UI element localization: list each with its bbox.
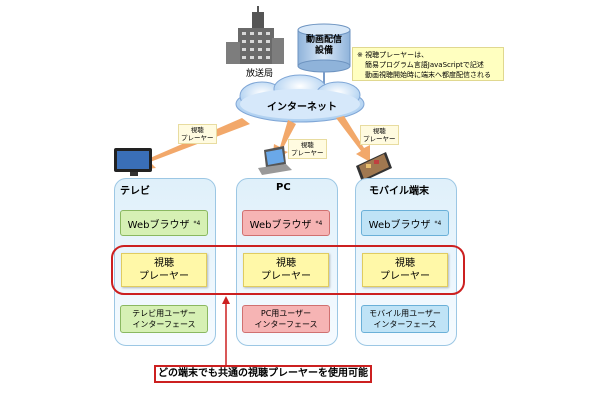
viewing-player-tv: 視聴 プレーヤー bbox=[121, 253, 207, 287]
tv-icon bbox=[114, 148, 152, 176]
viewing-player-pc: 視聴 プレーヤー bbox=[243, 253, 329, 287]
web-browser-pc: Webブラウザ*4 bbox=[242, 210, 330, 236]
delivery-facility-label: 動画配信 設備 bbox=[305, 35, 342, 56]
viewing-player-mobile: 視聴 プレーヤー bbox=[362, 253, 448, 287]
broadcaster-building-icon bbox=[226, 6, 284, 64]
delivery-tag-pc: 視聴 プレーヤー bbox=[288, 139, 327, 159]
internet-label: インターネット bbox=[267, 102, 337, 113]
device-label-mobile: モバイル端末 bbox=[369, 186, 429, 197]
player-note: ※ 視聴プレーヤーは、 簡易プログラム言語JavaScriptで記述 動画視聴開… bbox=[352, 47, 504, 81]
delivery-arrow-tv bbox=[138, 118, 250, 170]
delivery-arrows bbox=[138, 116, 370, 170]
user-interface-mobile: モバイル用ユーザー インターフェース bbox=[361, 305, 449, 333]
delivery-arrow-mobile bbox=[336, 116, 370, 162]
broadcaster-label: 放送局 bbox=[246, 69, 274, 79]
device-label-tv: テレビ bbox=[120, 186, 150, 197]
common-player-caption: どの端末でも共通の視聴プレーヤーを使用可能 bbox=[154, 365, 372, 383]
web-browser-mobile: Webブラウザ*4 bbox=[361, 210, 449, 236]
web-browser-tv: Webブラウザ*4 bbox=[120, 210, 208, 236]
laptop-icon bbox=[258, 146, 292, 175]
delivery-tag-tv: 視聴 プレーヤー bbox=[178, 124, 217, 144]
delivery-server-icon bbox=[297, 23, 351, 73]
tablet-icon bbox=[356, 152, 392, 182]
device-label-pc: PC bbox=[276, 182, 291, 193]
user-interface-tv: テレビ用ユーザー インターフェース bbox=[120, 305, 208, 333]
user-interface-pc: PC用ユーザー インターフェース bbox=[242, 305, 330, 333]
internet-cloud-icon bbox=[235, 74, 365, 123]
delivery-tag-mobile: 視聴 プレーヤー bbox=[360, 125, 399, 145]
